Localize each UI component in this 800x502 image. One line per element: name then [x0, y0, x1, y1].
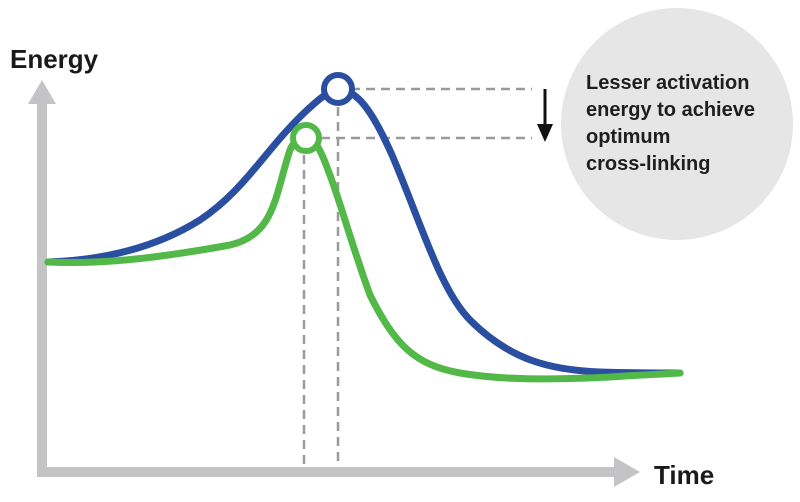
annotation-text: Lesser activation energy to achieve opti… [586, 70, 791, 178]
y-axis-title: Energy [10, 44, 99, 74]
annotation-line: optimum [586, 126, 671, 148]
annotation-line: energy to achieve [586, 99, 755, 121]
reduction-arrow-head [537, 124, 553, 142]
annotation-line: cross-linking [586, 153, 711, 175]
x-axis-title: Time [654, 460, 715, 490]
higher-activation-curve [44, 85, 684, 377]
annotation-line: Lesser activation [586, 72, 750, 94]
y-axis-arrowhead [28, 80, 56, 104]
lower-activation-curve [44, 134, 684, 383]
x-axis-arrowhead [614, 457, 640, 487]
annotation-bubble [561, 8, 793, 240]
lower-activation-peak-marker [290, 122, 322, 154]
higher-activation-peak-marker [321, 72, 355, 106]
